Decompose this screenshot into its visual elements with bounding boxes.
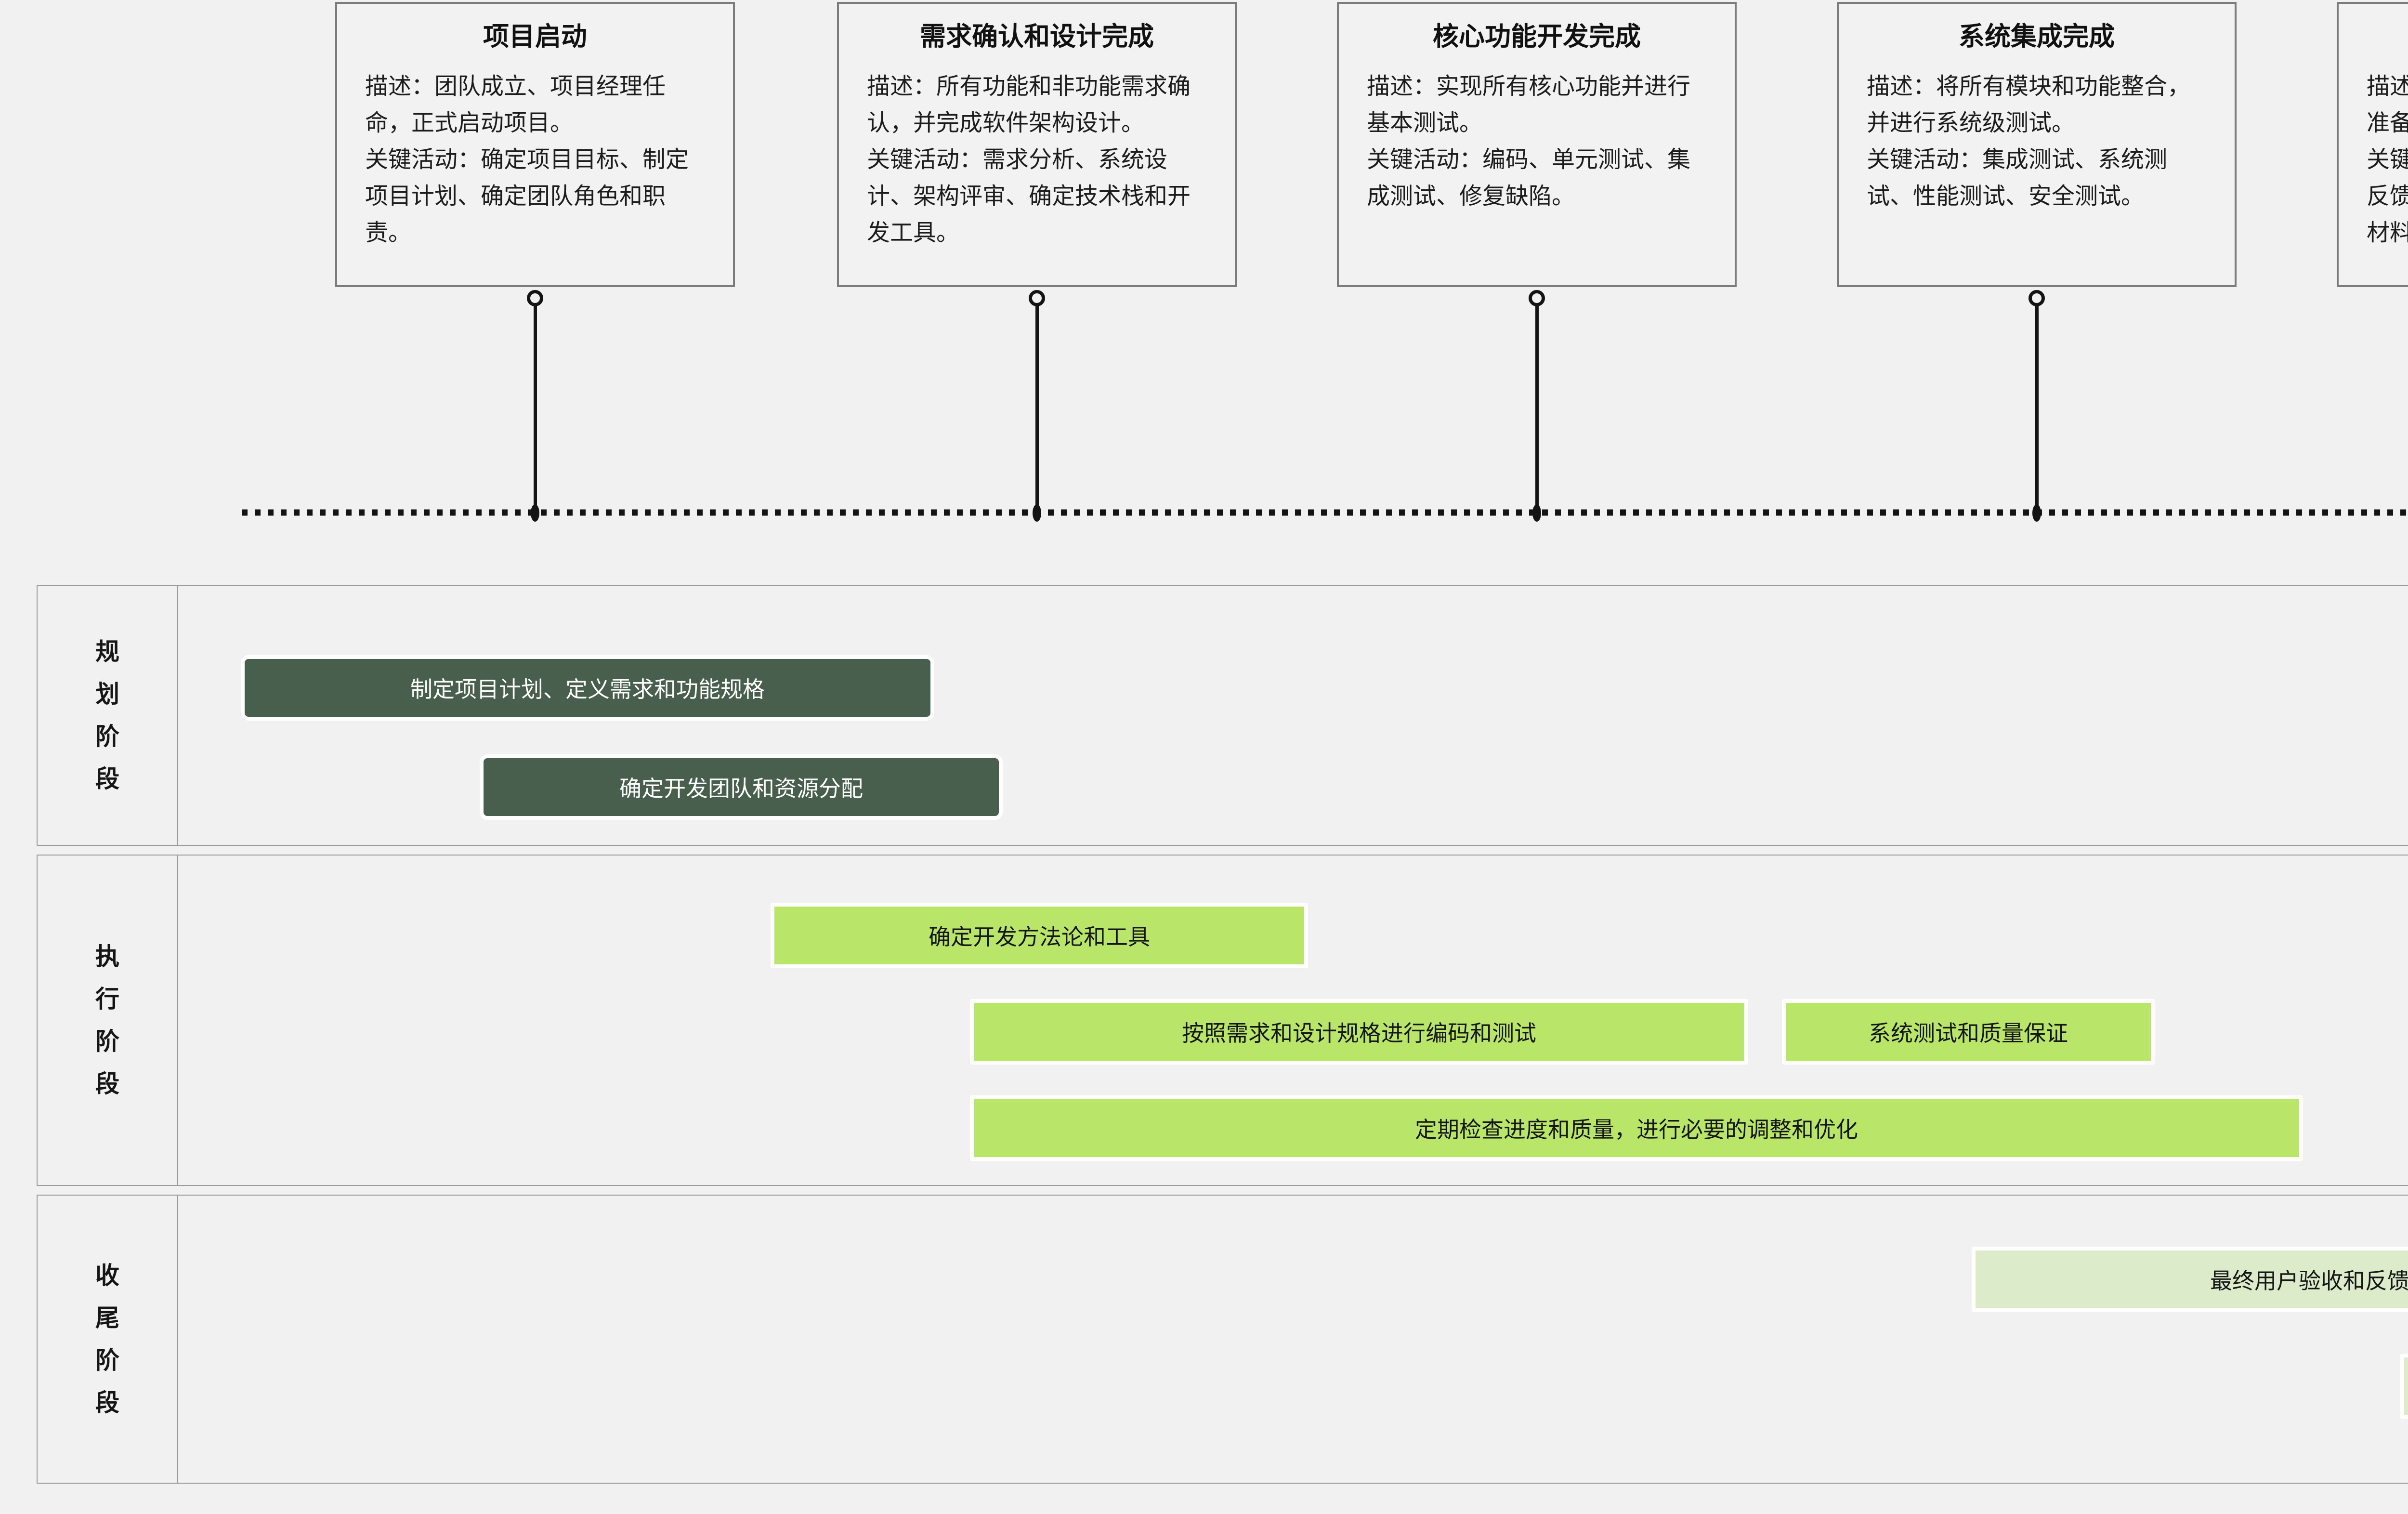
connector-line [1035, 305, 1039, 509]
connector-circle-icon [2028, 290, 2045, 306]
task-bar-label: 确定开发团队和资源分配 [619, 776, 863, 801]
task-bar-label: 定期检查进度和质量，进行必要的调整和优化 [1415, 1117, 1858, 1142]
milestone-activities: 关键活动：需求分析、系统设计、架构评审、确定技术栈和开发工具。 [867, 147, 1191, 246]
task-bar: 系统测试和质量保证 [1782, 999, 2155, 1065]
task-bar: 按照需求和设计规格进行编码和测试 [970, 999, 1748, 1065]
milestone-activities: 关键活动：集成测试、系统测试、性能测试、安全测试。 [1867, 147, 2168, 209]
milestone-activities: 关键活动：最终用户验收、修复反馈问题、准备发布文档和培训材料。 [2367, 147, 2408, 246]
task-bar-label: 最终用户验收和反馈 [2210, 1268, 2408, 1293]
milestone-box: 核心功能开发完成 描述：实现所有核心功能并进行基本测试。 关键活动：编码、单元测… [1337, 2, 1737, 287]
task-bar-label: 制定项目计划、定义需求和功能规格 [410, 677, 765, 702]
connector-line [2035, 305, 2039, 509]
task-bar-label: 系统测试和质量保证 [1869, 1021, 2068, 1046]
milestone-title: 需求确认和设计完成 [920, 22, 1154, 51]
phase-label: 收尾阶段 [95, 1262, 119, 1416]
task-bar: 确定开发方法论和工具 [771, 903, 1308, 968]
phase-label: 执行阶段 [95, 943, 119, 1097]
milestone-description: 描述：完成最终用户验收测试并准备正式发布。 [2367, 74, 2408, 136]
task-bar-label: 确定开发方法论和工具 [929, 924, 1150, 949]
phase-row-planning: 规划阶段 [37, 585, 2408, 846]
milestone-box: 用户验收和发布 描述：完成最终用户验收测试并准备正式发布。 关键活动：最终用户验… [2337, 2, 2408, 287]
phase-row-execution: 执行阶段 [37, 855, 2408, 1186]
task-bar: 定期检查进度和质量，进行必要的调整和优化 [970, 1095, 2303, 1161]
connector-axis-dot-icon [1033, 504, 1041, 522]
milestone-box: 需求确认和设计完成 描述：所有功能和非功能需求确认，并完成软件架构设计。 关键活… [837, 2, 1237, 287]
milestone-description: 描述：将所有模块和功能整合，并进行系统级测试。 [1867, 74, 2191, 136]
milestone-title: 用户验收和发布 [2367, 17, 2408, 56]
milestone-title: 项目启动 [483, 22, 587, 51]
milestone-card: 用户验收和发布 描述：完成最终用户验收测试并准备正式发布。 关键活动：最终用户验… [2337, 2, 2408, 287]
task-bar: 制定项目计划、定义需求和功能规格 [241, 655, 934, 721]
connector-circle-icon [1029, 290, 1045, 306]
connector-axis-dot-icon [531, 504, 539, 522]
task-bar: 确定开发团队和资源分配 [480, 754, 1003, 820]
phase-label-cell: 规划阶段 [38, 586, 178, 845]
milestone-activities: 关键活动：编码、单元测试、集成测试、修复缺陷。 [1367, 147, 1691, 209]
connector-line [534, 305, 537, 509]
milestone-description: 描述：所有功能和非功能需求确认，并完成软件架构设计。 [867, 74, 1191, 136]
phase-label-cell: 执行阶段 [38, 856, 178, 1185]
milestone-card: 需求确认和设计完成 描述：所有功能和非功能需求确认，并完成软件架构设计。 关键活… [837, 2, 1237, 522]
milestone-activities: 关键活动：确定项目目标、制定项目计划、确定团队角色和职责。 [365, 147, 689, 246]
connector-line [1535, 305, 1539, 509]
connector-axis-dot-icon [1532, 504, 1541, 522]
milestone-description: 描述：团队成立、项目经理任命，正式启动项目。 [365, 74, 666, 136]
connector-axis-dot-icon [2032, 504, 2041, 522]
task-bar: 最终用户验收和反馈 [1972, 1247, 2408, 1312]
milestone-box: 项目启动 描述：团队成立、项目经理任命，正式启动项目。 关键活动：确定项目目标、… [335, 2, 735, 287]
phase-row-closing: 收尾阶段 [37, 1195, 2408, 1484]
connector-circle-icon [1529, 290, 1545, 306]
milestone-title: 核心功能开发完成 [1433, 22, 1641, 51]
milestone-box: 系统集成完成 描述：将所有模块和功能整合，并进行系统级测试。 关键活动：集成测试… [1837, 2, 2237, 287]
milestone-description: 描述：实现所有核心功能并进行基本测试。 [1367, 74, 1691, 136]
connector-circle-icon [527, 290, 543, 306]
phase-label: 规划阶段 [95, 638, 119, 792]
milestone-card: 核心功能开发完成 描述：实现所有核心功能并进行基本测试。 关键活动：编码、单元测… [1337, 2, 1737, 522]
task-bar-label: 按照需求和设计规格进行编码和测试 [1182, 1021, 1536, 1046]
phase-label-cell: 收尾阶段 [38, 1196, 178, 1483]
task-bar: 编写用户文档和培训资料 [2400, 1354, 2408, 1419]
milestone-card: 系统集成完成 描述：将所有模块和功能整合，并进行系统级测试。 关键活动：集成测试… [1837, 2, 2237, 522]
milestone-card: 项目启动 描述：团队成立、项目经理任命，正式启动项目。 关键活动：确定项目目标、… [335, 2, 735, 522]
milestone-title: 系统集成完成 [1959, 22, 2115, 51]
